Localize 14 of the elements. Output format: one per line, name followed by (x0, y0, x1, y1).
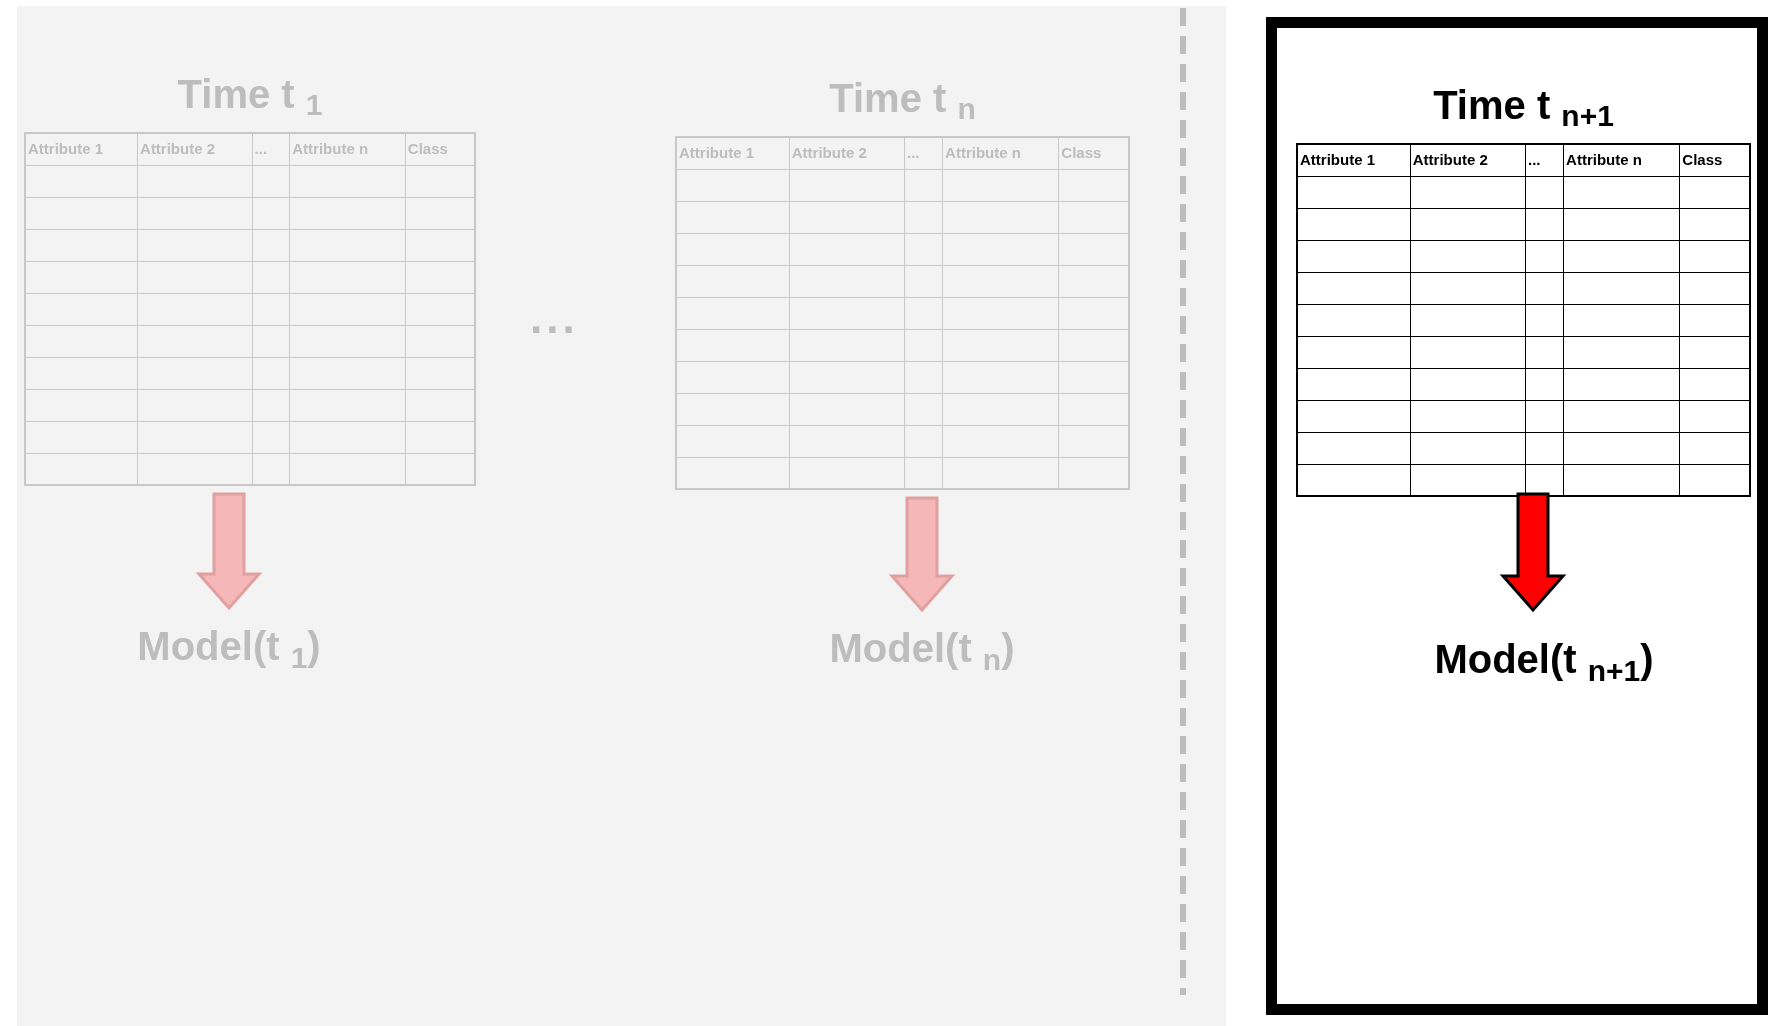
column-header: Attribute n (1563, 144, 1680, 176)
panel-background (17, 6, 1226, 1026)
model-label: Model(t $_{n+1}$) (1434, 636, 1654, 689)
ellipsis: ... (530, 292, 579, 344)
highlight-frame (1266, 17, 1768, 1015)
table-title: Time t $_{n+1}$ (1433, 81, 1614, 134)
down-arrow (195, 492, 263, 611)
down-arrow (1499, 492, 1567, 613)
column-header: Attribute 2 (1410, 144, 1526, 176)
down-arrow (888, 496, 956, 613)
column-header: ... (1525, 144, 1564, 176)
column-header: Attribute 1 (1297, 144, 1411, 176)
column-header: ... (904, 137, 943, 169)
column-header: ... (252, 133, 290, 165)
